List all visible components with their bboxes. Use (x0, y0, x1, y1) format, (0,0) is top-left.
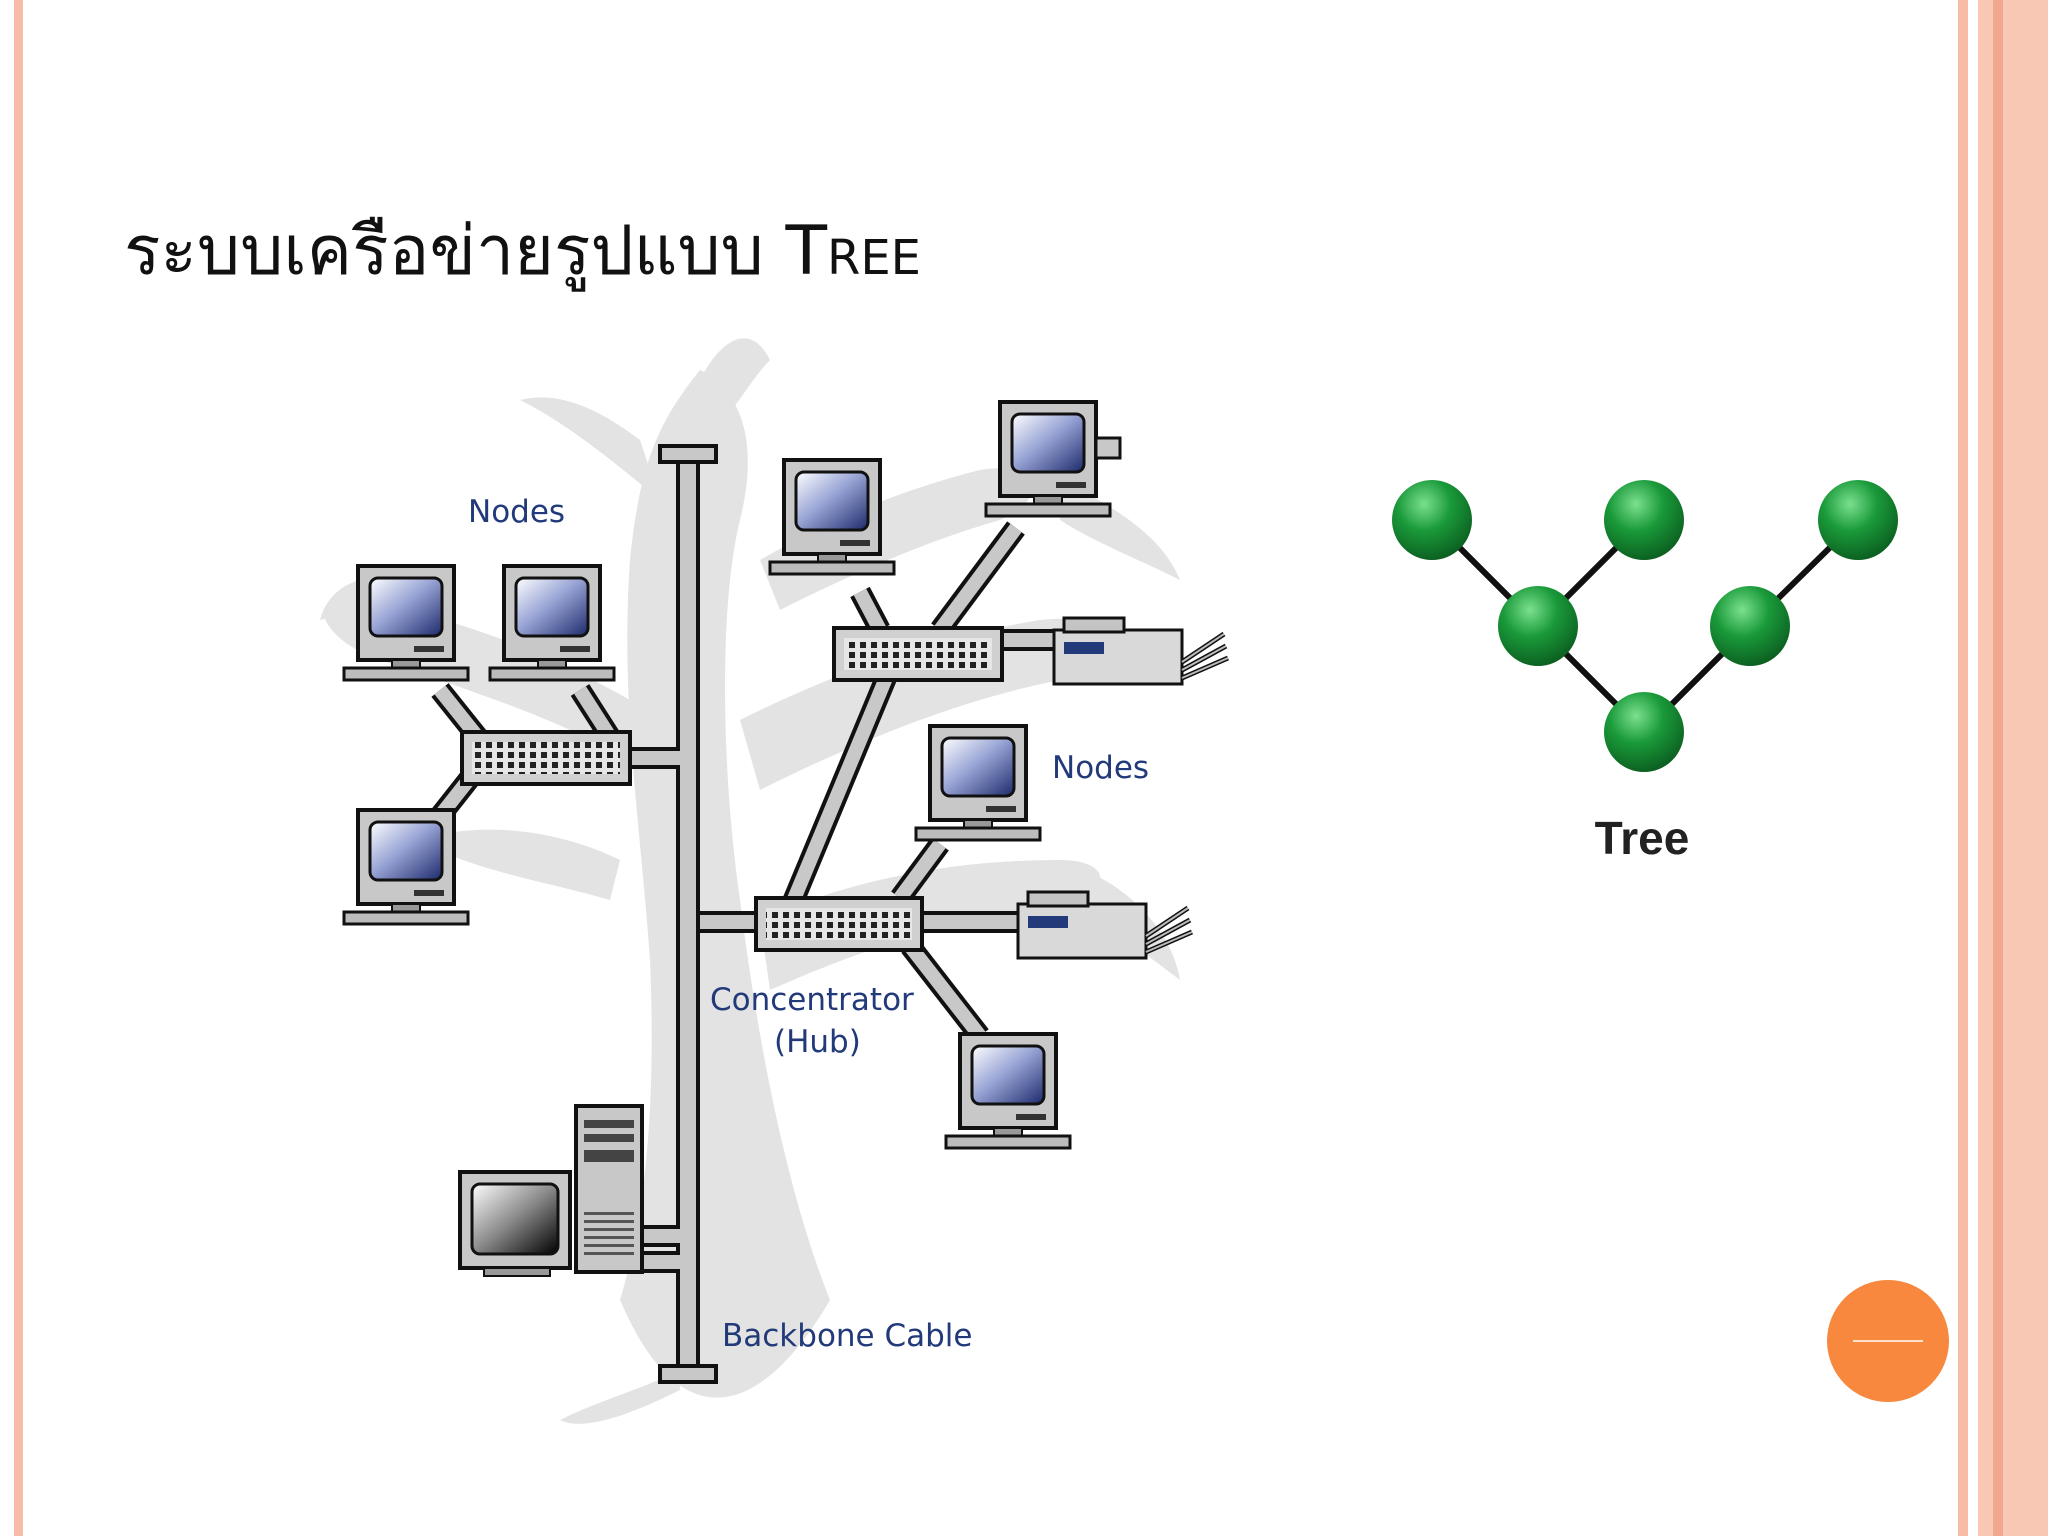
server-workstation (458, 1104, 644, 1277)
computer-node (944, 1032, 1072, 1150)
label-nodes-left: Nodes (468, 494, 565, 530)
backbone-cable (658, 444, 718, 1384)
hub-top-right (832, 626, 1004, 682)
tree-graph-node (1392, 480, 1472, 560)
slide-title: ระบบเครือข่ายรูปแบบ Tree (124, 196, 921, 304)
label-hub: (Hub) (774, 1024, 861, 1060)
computer-node (342, 808, 470, 926)
title-tree: Tree (785, 212, 921, 291)
computer-node (914, 724, 1042, 842)
slide-frame-right-inner (1958, 0, 1968, 1536)
tree-graph-node (1604, 480, 1684, 560)
badge-decoration (1853, 1340, 1923, 1342)
tree-graph-node (1710, 586, 1790, 666)
tree-graph-node (1818, 480, 1898, 560)
title-thai: ระบบเครือข่ายรูปแบบ (124, 212, 786, 291)
hub-concentrator (754, 896, 924, 952)
slide-frame-right-stripe (1993, 0, 2003, 1536)
slide-frame-right (1978, 0, 2048, 1536)
tree-graph-label: Tree (1595, 812, 1690, 864)
label-concentrator: Concentrator (710, 982, 914, 1018)
tree-graph-node (1498, 586, 1578, 666)
slide-frame-left (14, 0, 23, 1536)
tree-graph: Tree (1392, 480, 1898, 864)
hub-left (460, 730, 632, 786)
computer-port-stub (1094, 436, 1122, 460)
label-backbone-cable: Backbone Cable (722, 1318, 972, 1354)
slide-number-badge (1827, 1280, 1949, 1402)
tree-graph-node (1604, 692, 1684, 772)
label-nodes-right: Nodes (1052, 750, 1149, 786)
printer-node (1054, 618, 1228, 684)
